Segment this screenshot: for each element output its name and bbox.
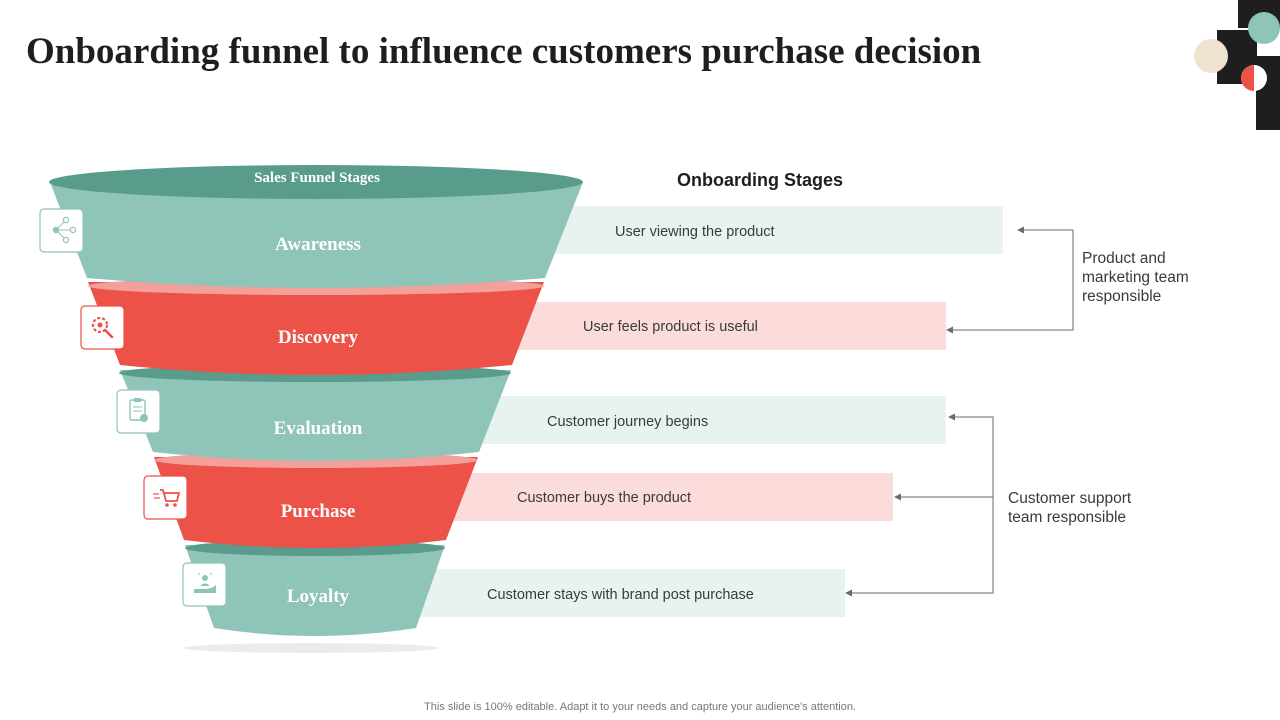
description-bar-purchase	[440, 473, 893, 521]
description-discovery: User feels product is useful	[583, 319, 758, 335]
arrow-head	[845, 413, 955, 597]
description-bar-evaluation	[470, 396, 946, 444]
stage-label-discovery: Discovery	[278, 327, 359, 348]
page-title: Onboarding funnel to influence customers…	[26, 31, 982, 72]
description-bar-loyalty	[405, 569, 845, 617]
deco-teal-circle	[1248, 12, 1280, 44]
description-bar-awareness	[540, 206, 1003, 254]
description-purchase: Customer buys the product	[517, 490, 691, 506]
hand-user-icon	[182, 562, 227, 607]
stage-label-purchase: Purchase	[281, 501, 356, 522]
footer-note: This slide is 100% editable. Adapt it to…	[424, 701, 856, 713]
gear-search-icon	[80, 305, 125, 350]
funnel-segment-evaluation	[119, 364, 511, 461]
team-label-customer-support: Customer support team responsible	[1008, 490, 1136, 526]
network-users-icon	[39, 208, 84, 253]
description-loyalty: Customer stays with brand post purchase	[487, 587, 754, 603]
deco-red-half-circle	[1241, 65, 1254, 91]
corner-decoration	[1194, 0, 1280, 130]
team-label-product-marketing: Product and marketing team responsible	[1082, 250, 1193, 305]
description-awareness: User viewing the product	[615, 224, 775, 240]
funnel-segment-purchase	[154, 452, 478, 548]
description-bar-discovery	[505, 302, 946, 350]
bracket-product-marketing	[950, 229, 1074, 331]
funnel-header: Sales Funnel Stages	[254, 170, 380, 186]
onboarding-stages-header: Onboarding Stages	[677, 170, 843, 190]
clipboard-check-icon	[116, 389, 161, 434]
stage-label-evaluation: Evaluation	[274, 418, 363, 439]
arrow-head	[946, 226, 1024, 334]
funnel-segment-discovery	[88, 277, 544, 375]
description-evaluation: Customer journey begins	[547, 414, 708, 430]
bracket-customer-support	[850, 416, 994, 594]
funnel-shadow	[183, 643, 439, 653]
deco-beige-circle	[1194, 39, 1228, 73]
stage-label-loyalty: Loyalty	[287, 586, 350, 607]
funnel-segment-awareness	[49, 165, 583, 288]
stage-label-awareness: Awareness	[275, 234, 361, 255]
shopping-cart-icon	[143, 475, 188, 520]
